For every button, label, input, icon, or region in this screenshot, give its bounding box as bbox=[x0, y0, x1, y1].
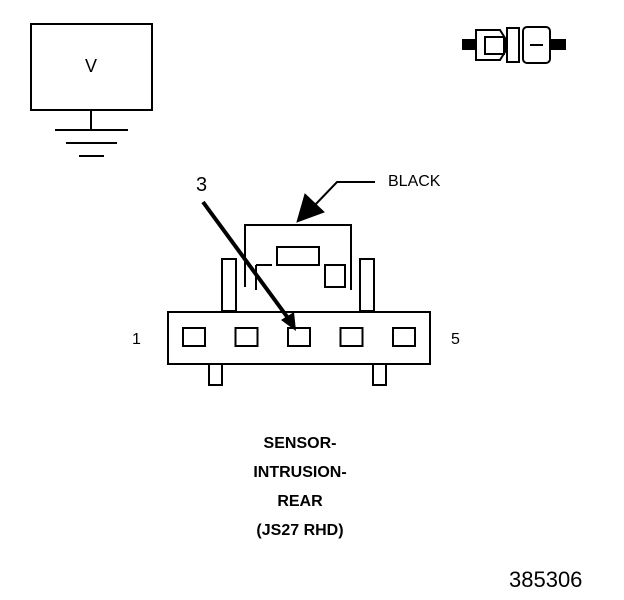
last-pin-label: 5 bbox=[451, 331, 460, 348]
first-pin-label: 1 bbox=[132, 331, 141, 348]
caption-line-2: INTRUSION- bbox=[253, 464, 347, 481]
wire-color-label: BLACK bbox=[388, 173, 441, 190]
pin-cavity-4 bbox=[339, 327, 364, 347]
caption-line-1: SENSOR- bbox=[263, 435, 337, 452]
caption-line-3: REAR bbox=[277, 493, 323, 510]
connector-housing bbox=[167, 224, 431, 386]
pin-callout-label: 3 bbox=[196, 174, 208, 196]
pin-cavity-5 bbox=[392, 327, 416, 347]
figure-number: 385306 bbox=[509, 567, 583, 592]
caption-line-4: (JS27 RHD) bbox=[256, 522, 344, 539]
voltmeter-label: V bbox=[85, 56, 98, 76]
wire-color-leader bbox=[296, 181, 375, 223]
pin-cavities bbox=[182, 327, 416, 347]
voltmeter-box bbox=[30, 23, 153, 111]
pin-cavity-2 bbox=[234, 327, 259, 347]
pin-cavity-3 bbox=[287, 327, 311, 347]
ground-symbol-icon bbox=[55, 110, 128, 157]
connector-pair-icon bbox=[462, 26, 566, 64]
pin-cavity-1 bbox=[182, 327, 206, 347]
pin-callout-leader bbox=[201, 200, 296, 331]
